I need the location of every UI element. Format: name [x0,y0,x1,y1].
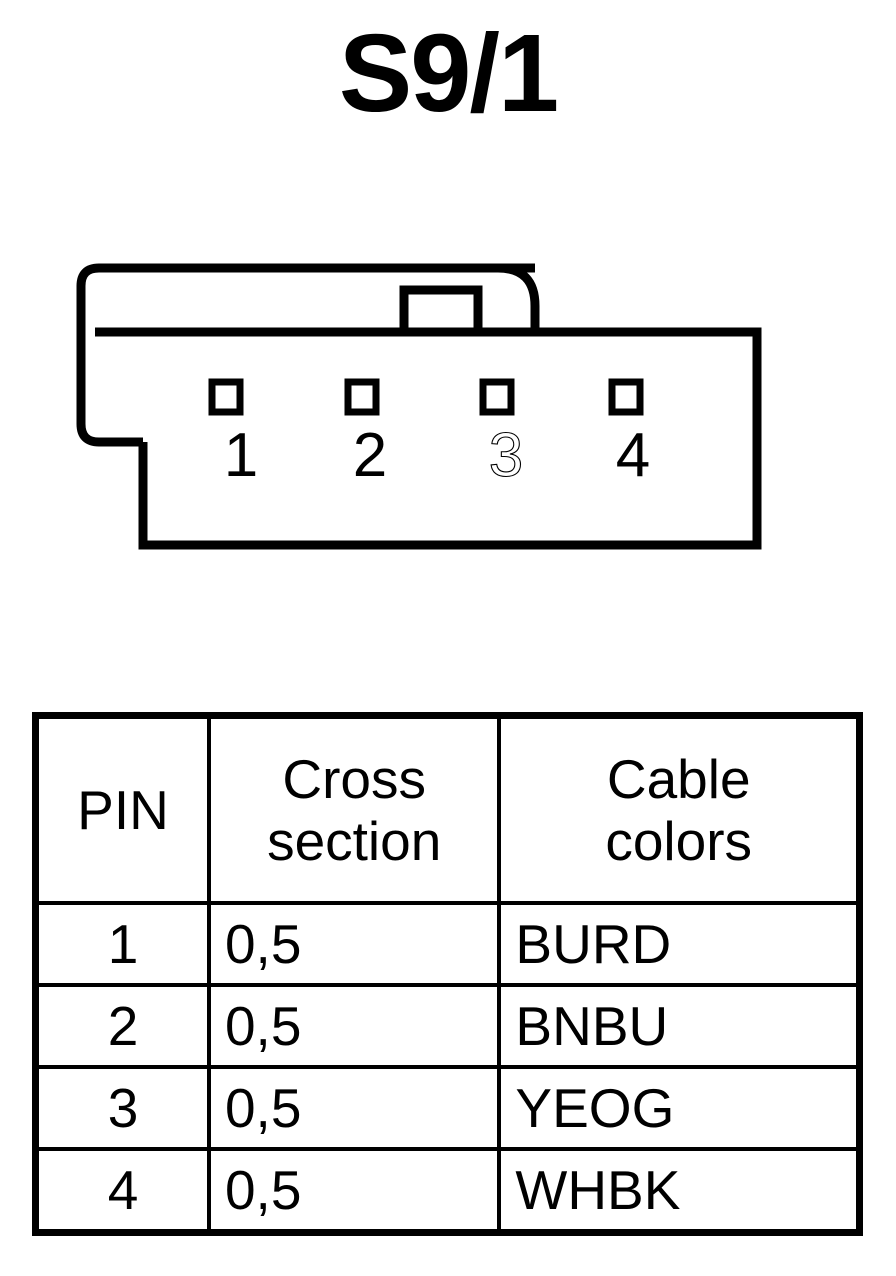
table-row: 4 0,5 WHBK [33,1147,862,1235]
cell-cable-colors: WHBK [497,1147,862,1235]
cell-cross-section: 0,5 [206,1065,502,1151]
pin-cavity-3 [479,378,515,416]
table-row: 1 0,5 BURD [33,901,862,987]
pin-label-4: 4 [616,421,650,490]
connector-latch-tab [399,285,483,332]
pin-label-3: 3 [489,421,523,490]
pin-label-2: 2 [353,421,387,490]
cell-pin: 3 [33,1065,211,1151]
pin-cavity-4 [608,378,644,416]
table-row: 2 0,5 BNBU [33,983,862,1069]
cell-cable-colors: YEOG [497,1065,862,1151]
connector-body-outline [95,327,762,550]
cell-cable-colors: BNBU [497,983,862,1069]
pin-label-1: 1 [224,421,258,490]
cell-cross-section: 0,5 [206,983,502,1069]
cell-cable-colors: BURD [497,901,862,987]
connector-outer-shell [76,263,540,447]
connector-diagram: 1 2 3 4 [0,180,896,580]
cell-pin: 1 [33,901,211,987]
column-header-cross-section: Cross section [206,713,502,905]
pin-cavity-1 [208,378,244,416]
pin-cavity-2 [344,378,380,416]
pinout-table: PIN Cross section Cable colors 1 0,5 BUR… [32,712,863,1236]
page-title: S9/1 [338,12,559,135]
column-header-pin: PIN [33,713,211,905]
table-row: 3 0,5 YEOG [33,1065,862,1151]
cell-cross-section: 0,5 [206,901,502,987]
cell-cross-section: 0,5 [206,1147,502,1235]
column-header-cable-colors: Cable colors [497,713,862,905]
table-header-row: PIN Cross section Cable colors [33,713,862,905]
cell-pin: 2 [33,983,211,1069]
cell-pin: 4 [33,1147,211,1235]
